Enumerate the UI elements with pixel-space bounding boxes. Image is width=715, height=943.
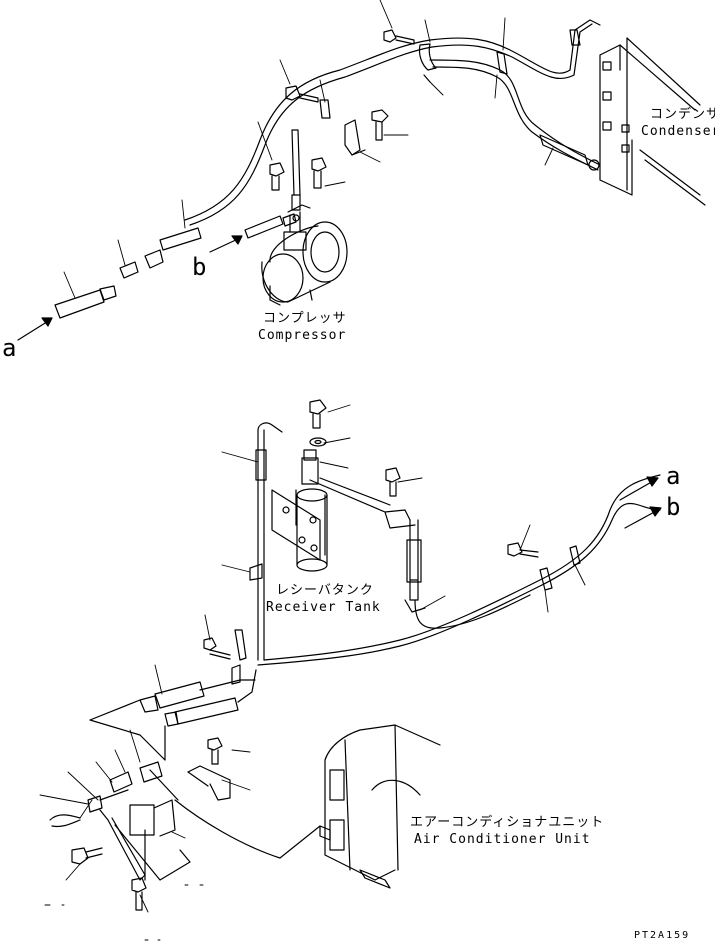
arrow-a-bottom <box>620 477 658 500</box>
receiver-tank-label-jp: レシーバタンク <box>276 583 374 598</box>
air-conditioner-unit <box>320 725 440 888</box>
arrow-a-top-label: a <box>2 334 17 362</box>
leader-lines-top <box>64 0 553 298</box>
main-lower-pipe <box>258 475 660 665</box>
bolts-top <box>270 30 414 190</box>
receiver-tank-label-en: Receiver Tank <box>266 600 381 615</box>
pipe-clamps-top <box>320 44 507 118</box>
ac-unit-hose <box>150 770 320 858</box>
compressor <box>262 205 347 305</box>
ac-unit-label-en: Air Conditioner Unit <box>414 832 591 847</box>
arrow-a-top <box>18 318 52 340</box>
arrow-b-top <box>210 236 242 252</box>
bracket-top <box>345 120 365 155</box>
receiver-bolt <box>310 400 326 446</box>
arrow-b-top-label: b <box>192 253 207 281</box>
bracket-ac <box>188 766 230 800</box>
arrow-a-bottom-label: a <box>666 462 681 490</box>
arrow-b-bottom-label: b <box>666 493 681 521</box>
pipe-clamps-bottom <box>232 546 580 684</box>
compressor-label-en: Compressor <box>258 328 347 343</box>
lower-left-hoses <box>90 630 256 760</box>
receiver-hoses <box>256 423 421 660</box>
hose-fittings-left <box>55 228 201 318</box>
bolts-bottom-left <box>72 738 222 910</box>
ac-unit-label-jp: エアーコンディショナユニット <box>410 815 605 830</box>
discharge-hose <box>185 20 600 225</box>
condenser-label-jp: コンデンサ <box>650 107 715 122</box>
condenser <box>600 38 705 205</box>
arrow-b-bottom <box>625 507 661 528</box>
index-stubs <box>45 885 203 940</box>
compressor-label-jp: コンプレッサ <box>263 311 347 326</box>
suction-hose-fittings <box>245 130 300 238</box>
drawing-code: PT2A159 <box>634 930 691 941</box>
expansion-valve <box>50 762 190 880</box>
receiver-tank <box>272 450 327 571</box>
leader-lines-bottom <box>40 405 585 912</box>
bolts-bottom-right <box>386 468 538 557</box>
liquid-hose-condenser <box>430 60 600 170</box>
condenser-label-en: Condenser <box>641 124 715 139</box>
